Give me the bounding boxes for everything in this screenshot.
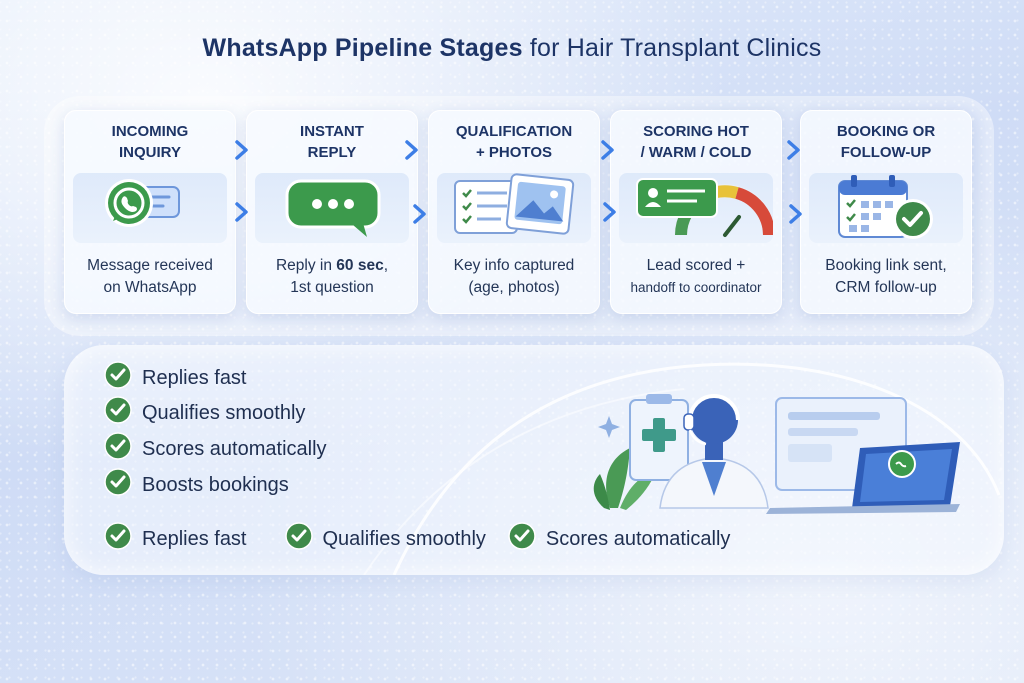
laptop-icon: [766, 442, 960, 514]
lead-gauge-icon: [619, 173, 773, 243]
stage-title-line1: BOOKING OR: [836, 123, 936, 140]
benefit-item: Boosts bookings: [104, 468, 289, 502]
stage-instant-reply: INSTANT REPLY Reply in 60 sec, 1st quest…: [246, 110, 418, 314]
stage-desc-line2: handoff to coordinator: [630, 280, 762, 295]
chevron-right-icon: [234, 140, 250, 160]
check-circle-icon: [104, 468, 132, 502]
stage-title: SCORING HOT / WARM / COLD: [611, 121, 781, 163]
stage-title-line1: SCORING HOT: [643, 123, 749, 140]
stage-title-line2: INQUIRY: [119, 144, 181, 161]
stage-title: INCOMING INQUIRY: [65, 121, 235, 163]
bottom-benefit-item: Qualifies smoothly: [284, 522, 486, 556]
stage-title: QUALIFICATION + PHOTOS: [429, 121, 599, 163]
stage-title: BOOKING OR FOLLOW-UP: [801, 121, 971, 163]
stage-title: INSTANT REPLY: [247, 121, 417, 163]
stage-description: Key info captured (age, photos): [433, 255, 595, 299]
benefit-label: Scores automatically: [142, 437, 327, 460]
stage-desc-line2: CRM follow-up: [835, 279, 937, 296]
bottom-benefit-label: Qualifies smoothly: [322, 527, 486, 550]
bottom-benefit-label: Scores automatically: [545, 527, 731, 550]
stage-qualification-photos: QUALIFICATION + PHOTOS Key info captured…: [428, 110, 600, 314]
stage-description: Message received on WhatsApp: [69, 255, 231, 299]
stage-desc-line2: (age, photos): [468, 279, 560, 296]
benefit-label: Qualifies smoothly: [142, 401, 306, 424]
stage-desc-line1: Key info captured: [453, 257, 575, 274]
bottom-benefits-row: Replies fast Qualifies smoothly Scores a…: [104, 522, 752, 556]
stage-description: Booking link sent, CRM follow-up: [805, 255, 967, 299]
stage-title-line1: INSTANT: [300, 123, 364, 140]
stage-description: Lead scored + handoff to coordinator: [615, 255, 777, 299]
stage-desc-post: ,: [383, 257, 389, 274]
bottom-benefit-label: Replies fast: [142, 527, 247, 550]
chevron-right-icon: [404, 140, 420, 160]
check-circle-icon: [104, 396, 132, 430]
benefit-item: Scores automatically: [104, 432, 327, 466]
chevron-right-icon: [788, 204, 804, 224]
stage-desc-pre: Reply in: [275, 257, 337, 274]
chevron-right-icon: [412, 204, 428, 224]
bottom-benefit-item: Replies fast: [104, 522, 247, 556]
benefit-item: Qualifies smoothly: [104, 396, 306, 430]
title-bold: WhatsApp Pipeline Stages: [202, 34, 523, 62]
stage-scoring: SCORING HOT / WARM / COLD Lead scored + …: [610, 110, 782, 314]
stage-description: Reply in 60 sec, 1st question: [251, 255, 413, 299]
stage-title-line2: FOLLOW-UP: [840, 144, 932, 161]
medical-clipboard-icon: [629, 394, 689, 481]
check-circle-icon: [104, 522, 132, 556]
stage-incoming-inquiry: INCOMING INQUIRY Message received on Wha…: [64, 110, 236, 314]
stage-desc-line1: Lead scored +: [646, 257, 746, 274]
stage-title-line1: QUALIFICATION: [455, 123, 573, 140]
chevron-right-icon: [234, 202, 250, 222]
page-title: WhatsApp Pipeline Stages for Hair Transp…: [0, 34, 1024, 63]
plant-icon: [593, 448, 656, 510]
chevron-right-icon: [602, 202, 618, 222]
check-circle-icon: [284, 522, 313, 556]
coordinator-illustration: [593, 394, 960, 514]
benefit-label: Boosts bookings: [142, 473, 289, 496]
stage-desc-line2: on WhatsApp: [103, 279, 197, 296]
stage-title-line2: / WARM / COLD: [640, 144, 752, 161]
title-rest: for Hair Transplant Clinics: [522, 34, 822, 62]
checklist-photo-icon: [437, 173, 591, 243]
stage-desc-line2: 1st question: [290, 279, 374, 296]
calendar-check-icon: [809, 173, 963, 243]
stage-title-line2: REPLY: [307, 144, 357, 161]
benefit-item: Replies fast: [104, 361, 247, 395]
chevron-right-icon: [600, 140, 616, 160]
wave-decoration: [363, 362, 1001, 575]
stage-desc-line1: Message received: [87, 257, 213, 274]
coordinator-avatar: [659, 394, 769, 509]
stage-title-line2: + PHOTOS: [476, 144, 552, 161]
sparkle-icon: [598, 416, 620, 438]
check-circle-icon: [104, 432, 132, 466]
chevron-right-icon: [786, 140, 802, 160]
whatsapp-chat-icon: [73, 173, 227, 243]
check-circle-icon: [508, 522, 536, 556]
stage-booking-followup: BOOKING OR FOLLOW-UP Booking link sent, …: [800, 110, 972, 314]
benefit-label: Replies fast: [142, 366, 247, 389]
check-circle-icon: [104, 361, 132, 395]
stage-desc-line1: Booking link sent,: [825, 257, 947, 274]
chat-bubble-icon: [255, 173, 409, 243]
bottom-benefit-item: Scores automatically: [508, 522, 731, 556]
stage-title-line1: INCOMING: [111, 123, 189, 140]
stage-desc-strong: 60 sec: [336, 257, 384, 274]
